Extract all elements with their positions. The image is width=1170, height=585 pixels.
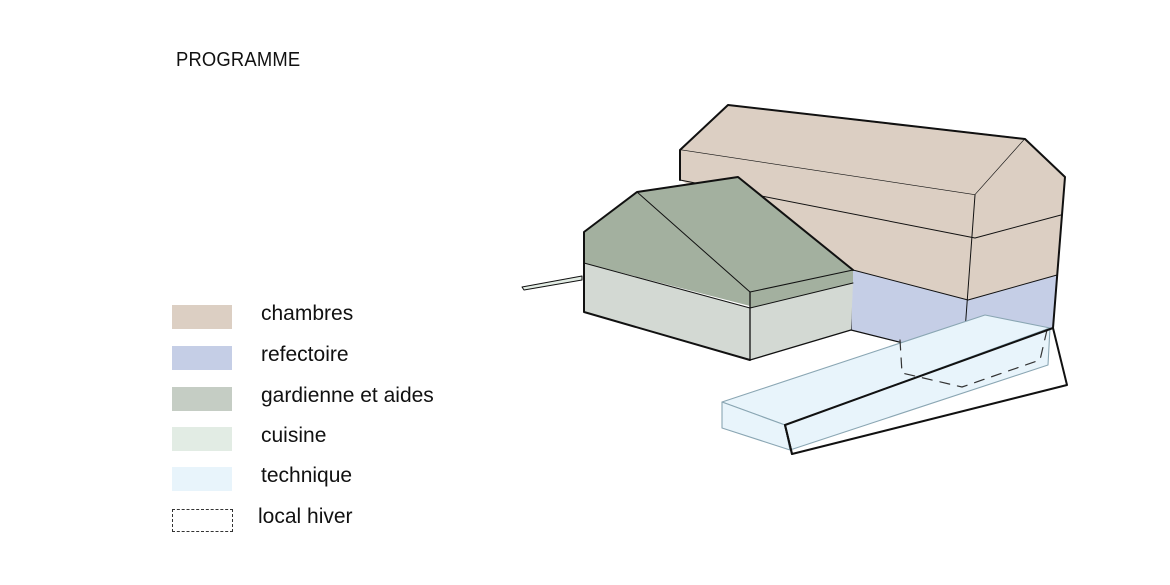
local-hiver-outline xyxy=(899,329,1048,388)
legend-item-chambres: chambres xyxy=(172,300,492,334)
legend-label-cuisine: cuisine xyxy=(261,424,327,447)
legend-label-refectoire: refectoire xyxy=(261,343,349,366)
legend-swatch-technique xyxy=(172,467,232,491)
legend-item-technique: technique xyxy=(172,462,492,496)
legend-label-technique: technique xyxy=(261,464,353,487)
gardienne-outline xyxy=(583,176,854,361)
gardienne-building xyxy=(521,176,854,361)
diagram-title: PROGRAMME xyxy=(176,49,301,71)
gardienne-wall-front xyxy=(584,263,750,360)
technique-volume xyxy=(721,314,1068,455)
main-outline xyxy=(679,104,1066,329)
legend-item-local-hiver: local hiver xyxy=(172,503,492,537)
legend-item-gardienne: gardienne et aides xyxy=(172,382,492,416)
legend-swatch-refectoire xyxy=(172,346,232,370)
legend-label-chambres: chambres xyxy=(261,302,354,325)
legend-swatch-gardienne xyxy=(172,387,232,411)
legend-item-refectoire: refectoire xyxy=(172,341,492,375)
legend-item-cuisine: cuisine xyxy=(172,422,492,456)
legend-swatch-cuisine xyxy=(172,427,232,451)
walkway xyxy=(521,275,583,291)
main-building xyxy=(679,104,1066,359)
gardienne-roof-left xyxy=(584,192,750,306)
gardienne-roof-right xyxy=(637,177,853,292)
main-facade-chambres xyxy=(680,150,975,300)
legend-label-local-hiver: local hiver xyxy=(258,505,353,528)
main-gable-end xyxy=(968,139,1065,300)
legend-swatch-local-hiver xyxy=(172,509,233,532)
gardienne-roof-eave xyxy=(750,270,853,308)
legend-swatch-chambres xyxy=(172,305,232,329)
legend-label-gardienne: gardienne et aides xyxy=(261,384,434,407)
